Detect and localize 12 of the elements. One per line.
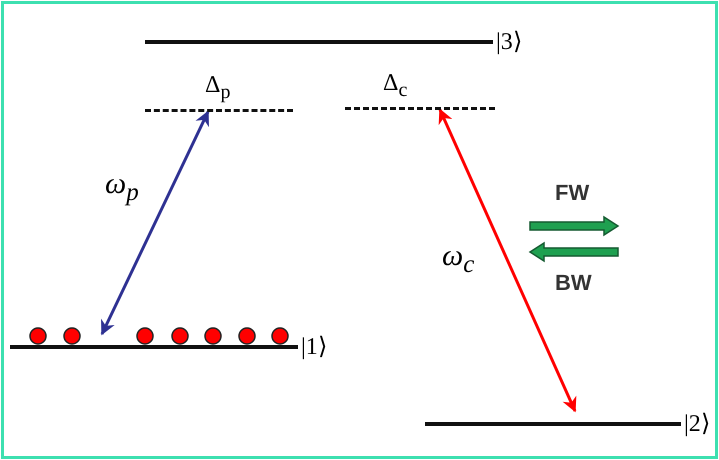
transition-arrow (438, 108, 576, 412)
detuning-label: Δ$_{c}$ (383, 70, 408, 103)
energy-level (10, 334, 327, 360)
transition-arrow (100, 110, 210, 336)
energy-level (145, 29, 522, 55)
detuning-label: Δ$_{p}$ (205, 72, 230, 105)
direction-label: BW (555, 270, 592, 296)
direction-label: FW (555, 180, 590, 206)
state-label: |2⟩ (684, 411, 710, 437)
state-label: |1⟩ (301, 334, 327, 360)
energy-level (425, 411, 710, 437)
state-label: |3⟩ (496, 29, 522, 55)
